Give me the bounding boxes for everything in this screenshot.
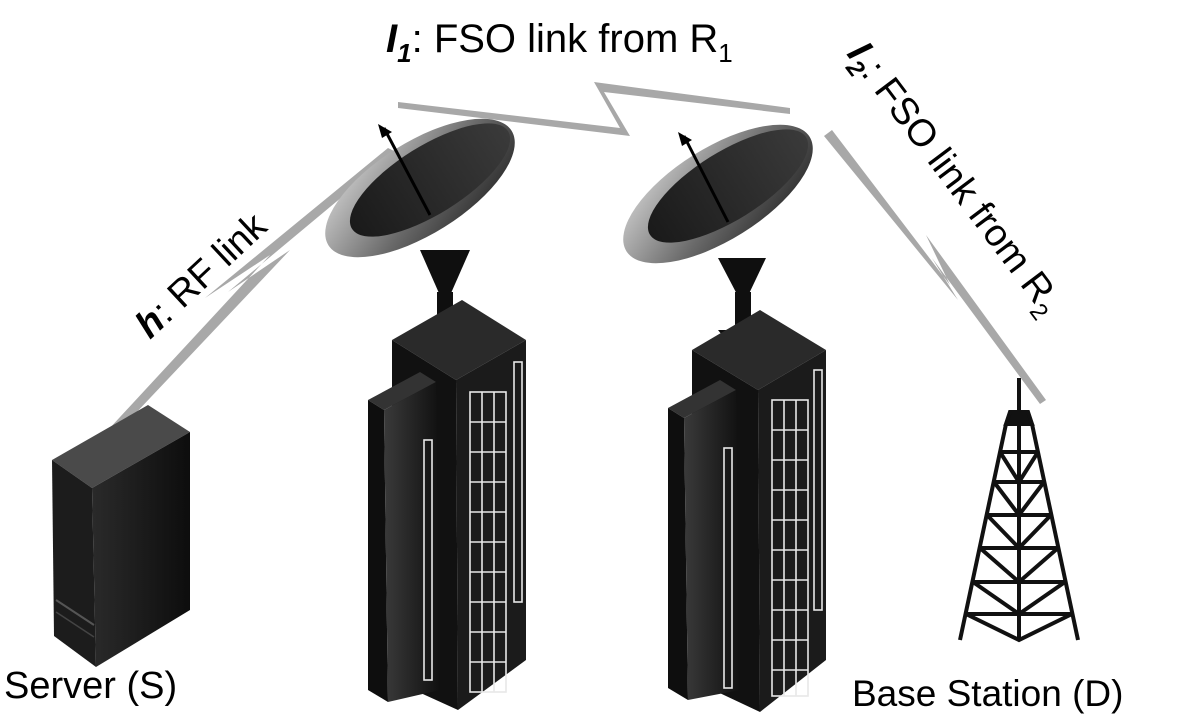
- relay-building-1-icon: [325, 118, 526, 710]
- fso-link-1-bolt: [398, 82, 790, 136]
- relay-building-2-icon: [623, 124, 826, 712]
- relay-2-dish-icon: [623, 124, 813, 345]
- fso-link-2-bolt: [824, 130, 1046, 404]
- base-station-tower-icon: [958, 378, 1080, 643]
- fso-link-1-label: I1: FSO link from R1: [386, 17, 733, 68]
- base-station-label: Base Station (D): [852, 673, 1123, 714]
- relay-1-dish-icon: [325, 118, 515, 346]
- relay-2-windows: [723, 369, 823, 697]
- rf-link-bolt: [108, 148, 396, 434]
- server-icon: [52, 405, 190, 667]
- relay-1-windows: [423, 361, 523, 693]
- server-label: Server (S): [4, 665, 177, 707]
